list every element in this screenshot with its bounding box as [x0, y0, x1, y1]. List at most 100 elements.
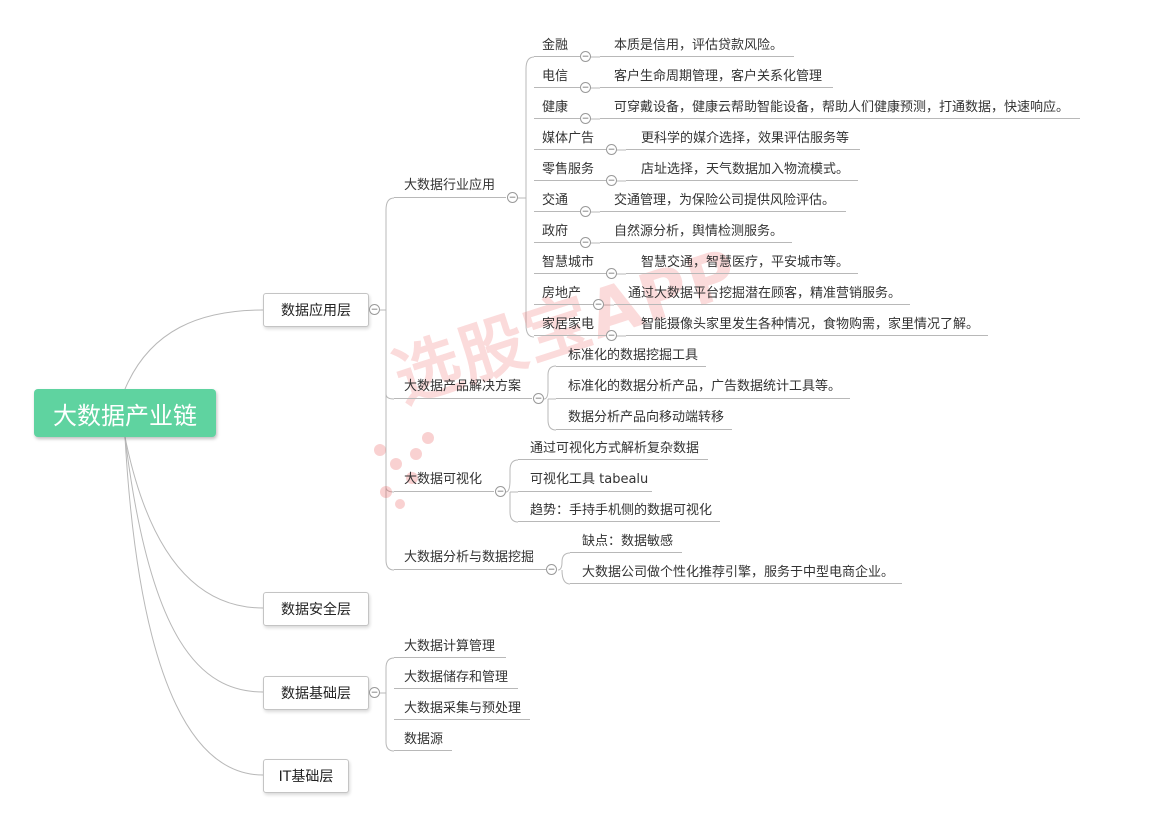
connector — [557, 552, 571, 585]
underline — [626, 180, 858, 181]
connector — [543, 365, 557, 431]
collapse-toggle-icon[interactable]: − — [593, 299, 604, 310]
industry-detail[interactable]: 交通管理，为保险公司提供风险评估。 — [614, 193, 836, 208]
visualization-item[interactable]: 通过可视化方式解析复杂数据 — [530, 441, 700, 456]
underline — [600, 211, 846, 212]
collapse-toggle-icon[interactable]: − — [580, 82, 591, 93]
connector — [518, 56, 535, 338]
underline — [394, 657, 506, 658]
underline — [570, 583, 902, 584]
collapse-toggle-icon[interactable]: − — [369, 304, 380, 315]
underline — [534, 273, 606, 274]
collapse-toggle-icon[interactable]: − — [606, 144, 617, 155]
industry-item[interactable]: 交通 — [542, 193, 569, 208]
industry-detail[interactable]: 客户生命周期管理，客户关系化管理 — [614, 69, 823, 84]
collapse-toggle-icon[interactable]: − — [606, 330, 617, 341]
category-visualization[interactable]: 大数据可视化 — [404, 472, 483, 487]
foundation-item[interactable]: 大数据计算管理 — [404, 639, 496, 654]
collapse-toggle-icon[interactable]: − — [507, 192, 518, 203]
industry-item[interactable]: 零售服务 — [542, 162, 595, 177]
layer-application[interactable]: 数据应用层 — [263, 293, 369, 327]
visualization-item[interactable]: 趋势：手持手机侧的数据可视化 — [530, 503, 713, 518]
underline — [534, 87, 580, 88]
product-item[interactable]: 标准化的数据挖掘工具 — [568, 348, 699, 363]
connector — [380, 657, 395, 752]
collapse-toggle-icon[interactable]: − — [606, 175, 617, 186]
category-products[interactable]: 大数据产品解决方案 — [404, 379, 522, 394]
watermark-logo-icon — [374, 432, 434, 509]
analysis-item[interactable]: 大数据公司做个性化推荐引擎，服务于中型电商企业。 — [582, 565, 895, 580]
collapse-toggle-icon[interactable]: − — [495, 486, 506, 497]
industry-detail[interactable]: 智慧交通，智慧医疗，平安城市等。 — [641, 255, 850, 270]
layer-security[interactable]: 数据安全层 — [263, 592, 369, 626]
underline — [626, 335, 988, 336]
visualization-item[interactable]: 可视化工具 tabealu — [530, 472, 649, 487]
foundation-item[interactable]: 大数据采集与预处理 — [404, 701, 522, 716]
industry-detail[interactable]: 自然源分析，舆情检测服务。 — [614, 224, 784, 239]
underline — [534, 56, 580, 57]
collapse-toggle-icon[interactable]: − — [580, 113, 591, 124]
underline — [518, 521, 720, 522]
industry-detail[interactable]: 本质是信用，评估贷款风险。 — [614, 38, 784, 53]
underline — [394, 719, 530, 720]
underline — [600, 87, 833, 88]
underline — [534, 335, 606, 336]
category-analysis[interactable]: 大数据分析与数据挖掘 — [404, 550, 535, 565]
underline — [614, 304, 910, 305]
underline — [394, 569, 546, 570]
collapse-toggle-icon[interactable]: − — [533, 393, 544, 404]
industry-item[interactable]: 房地产 — [542, 286, 582, 301]
industry-detail[interactable]: 可穿戴设备，健康云帮助智能设备，帮助人们健康预测，打通数据，快速响应。 — [614, 100, 1070, 115]
industry-detail[interactable]: 店址选择，天气数据加入物流模式。 — [641, 162, 850, 177]
industry-item[interactable]: 家居家电 — [542, 317, 595, 332]
underline — [626, 149, 860, 150]
connector — [380, 197, 395, 571]
connector — [590, 56, 626, 337]
layer-foundation[interactable]: 数据基础层 — [263, 676, 369, 710]
underline — [556, 429, 732, 430]
industry-item[interactable]: 电信 — [542, 69, 569, 84]
underline — [534, 149, 606, 150]
industry-detail[interactable]: 更科学的媒介选择，效果评估服务等 — [641, 131, 850, 146]
industry-item[interactable]: 健康 — [542, 100, 569, 115]
underline — [570, 552, 682, 553]
industry-item[interactable]: 媒体广告 — [542, 131, 595, 146]
product-item[interactable]: 标准化的数据分析产品，广告数据统计工具等。 — [568, 379, 842, 394]
underline — [534, 242, 580, 243]
underline — [534, 118, 580, 119]
underline — [394, 688, 518, 689]
industry-item[interactable]: 金融 — [542, 38, 569, 53]
collapse-toggle-icon[interactable]: − — [369, 687, 380, 698]
industry-item[interactable]: 政府 — [542, 224, 569, 239]
collapse-toggle-icon[interactable]: − — [580, 206, 591, 217]
underline — [600, 118, 1080, 119]
layer-it[interactable]: IT基础层 — [263, 759, 349, 793]
underline — [518, 491, 652, 492]
industry-detail[interactable]: 智能摄像头家里发生各种情况，食物购需，家里情况了解。 — [641, 317, 980, 332]
root-topic[interactable]: 大数据产业链 — [34, 389, 216, 437]
underline — [394, 197, 506, 198]
collapse-toggle-icon[interactable]: − — [580, 51, 591, 62]
underline — [534, 211, 580, 212]
industry-detail[interactable]: 通过大数据平台挖掘潜在顾客，精准营销服务。 — [628, 286, 902, 301]
underline — [394, 491, 494, 492]
connector — [124, 436, 264, 776]
underline — [556, 366, 706, 367]
collapse-toggle-icon[interactable]: − — [606, 268, 617, 279]
connector — [124, 436, 264, 693]
underline — [626, 273, 858, 274]
underline — [394, 750, 452, 751]
foundation-item[interactable]: 数据源 — [404, 732, 444, 747]
underline — [600, 242, 792, 243]
product-item[interactable]: 数据分析产品向移动端转移 — [568, 410, 725, 425]
underline — [534, 180, 606, 181]
foundation-item[interactable]: 大数据储存和管理 — [404, 670, 509, 685]
collapse-toggle-icon[interactable]: − — [580, 237, 591, 248]
collapse-toggle-icon[interactable]: − — [546, 564, 557, 575]
underline — [600, 56, 794, 57]
category-industry[interactable]: 大数据行业应用 — [404, 178, 496, 193]
analysis-item[interactable]: 缺点：数据敏感 — [582, 534, 674, 549]
industry-item[interactable]: 智慧城市 — [542, 255, 595, 270]
